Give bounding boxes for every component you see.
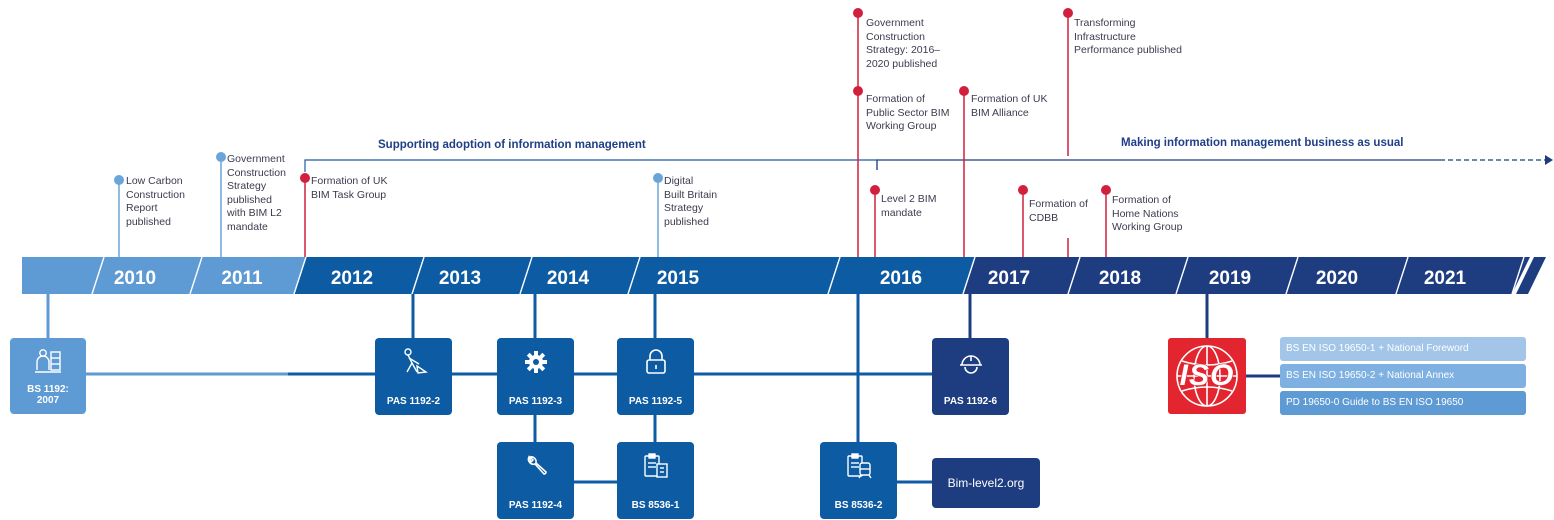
year-2019: 2019 xyxy=(1208,268,1252,289)
band-segment-light xyxy=(22,257,306,294)
iso-logo: ISO xyxy=(1168,338,1246,414)
wrench-icon xyxy=(497,452,574,480)
standard-bs-8536-1: BS 8536-1 xyxy=(617,442,694,519)
year-2015: 2015 xyxy=(656,268,700,289)
year-2017: 2017 xyxy=(987,268,1031,289)
year-dividers xyxy=(91,256,1525,295)
year-2013: 2013 xyxy=(438,268,482,289)
standard-bs1192-2007: BS 1192:2007 xyxy=(10,338,86,414)
hard-hat-icon xyxy=(932,348,1009,376)
span-bracket-making xyxy=(876,155,1553,170)
iso-item: BS EN ISO 19650-1 + National Foreword xyxy=(1280,337,1526,361)
gear-icon xyxy=(497,348,574,376)
standard-pas-1192-5: PAS 1192-5 xyxy=(617,338,694,415)
standard-pas-1192-4: PAS 1192-4 xyxy=(497,442,574,519)
globe-icon xyxy=(1176,345,1238,407)
year-2012: 2012 xyxy=(330,268,374,289)
website-link[interactable]: Bim-level2.org xyxy=(932,458,1040,508)
dot-tip xyxy=(1063,8,1073,18)
band-end-stripe xyxy=(1516,257,1546,294)
clipboard-train-icon xyxy=(820,452,897,480)
people-icon xyxy=(10,348,86,376)
year-2010: 2010 xyxy=(113,268,157,289)
dot-cdbb xyxy=(1018,185,1028,195)
dot-bim-alliance xyxy=(959,86,969,96)
dot-gcs-2016 xyxy=(853,8,863,18)
standard-bs-8536-2: BS 8536-2 xyxy=(820,442,897,519)
dot-gcs-2011 xyxy=(216,152,226,162)
dot-public-sector-group xyxy=(853,86,863,96)
standard-pas-1192-2: PAS 1192-2 xyxy=(375,338,452,415)
dot-digital-britain xyxy=(653,173,663,183)
year-2020: 2020 xyxy=(1315,268,1359,289)
standard-pas-1192-3: PAS 1192-3 xyxy=(497,338,574,415)
span-bracket-supporting xyxy=(304,159,878,172)
dot-low-carbon xyxy=(114,175,124,185)
worker-icon xyxy=(375,348,452,376)
standard-pas-1192-6: PAS 1192-6 xyxy=(932,338,1009,415)
dot-task-group xyxy=(300,173,310,183)
iso-item: PD 19650-0 Guide to BS EN ISO 19650 xyxy=(1280,391,1526,415)
clipboard-building-icon xyxy=(617,452,694,480)
dot-home-nations xyxy=(1101,185,1111,195)
year-2014: 2014 xyxy=(546,268,590,289)
year-2018: 2018 xyxy=(1098,268,1142,289)
band-segment-navy xyxy=(963,257,1530,294)
iso-logo-text: ISO xyxy=(1179,358,1235,392)
span-label-supporting: Supporting adoption of information manag… xyxy=(378,139,646,151)
year-2021: 2021 xyxy=(1423,268,1467,289)
year-2011: 2011 xyxy=(221,268,263,289)
year-2016: 2016 xyxy=(879,268,923,289)
padlock-icon xyxy=(617,348,694,376)
dot-level2-mandate xyxy=(870,185,880,195)
iso-item: BS EN ISO 19650-2 + National Annex xyxy=(1280,364,1526,388)
span-label-making: Making information management business a… xyxy=(1121,137,1404,149)
